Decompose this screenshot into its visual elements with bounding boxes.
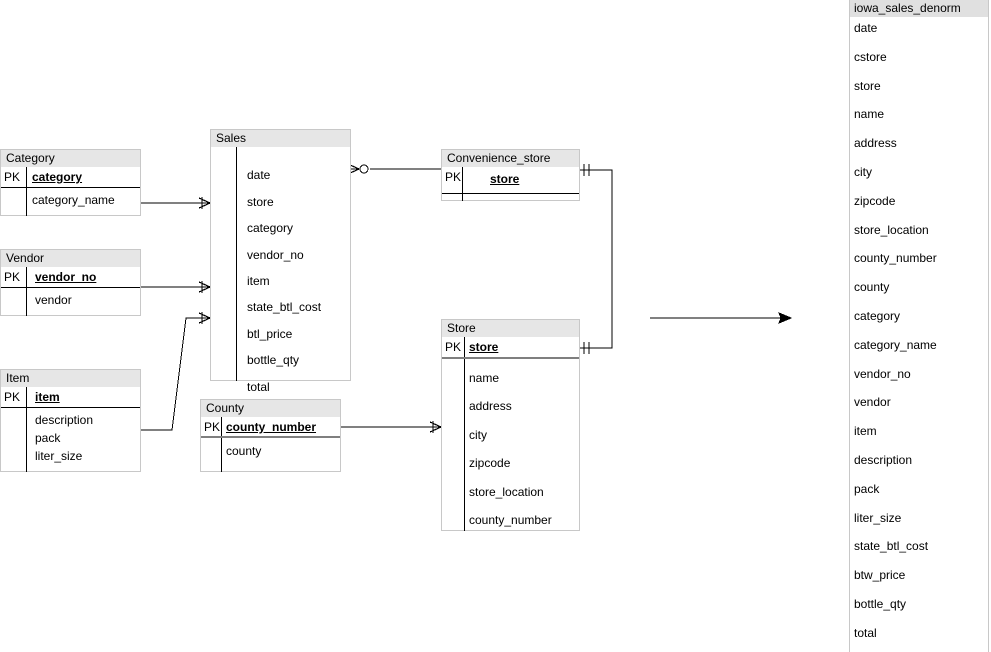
entity-sales-attr-bottle-qty: bottle_qty [247,353,300,367]
denormalization-arrow [650,312,793,324]
entity-store-attr-name: name [469,371,500,385]
denorm-column-zipcode: zipcode [854,193,896,208]
entity-sales[interactable]: Sales date store category vendor_no item… [210,129,351,394]
entity-sales-attr-category: category [247,221,294,235]
entity-store-attr-city: city [469,428,487,442]
entity-sales-attr-state-btl-cost: state_btl_cost [247,300,322,314]
entity-category-attr-category-name: category_name [32,193,115,207]
entity-item-title: Item [1,370,140,387]
entity-category-pk-tag: PK [4,170,21,184]
connector-category-sales [141,197,211,209]
denorm-column-bottle-qty: bottle_qty [854,597,907,611]
entity-convenience-store-pk-tag: PK [445,170,462,184]
entity-store-divider [464,337,465,531]
entity-vendor-divider [26,267,27,316]
entity-store-pk-name: store [469,340,499,354]
denorm-column-total: total [854,625,877,640]
entity-item-attr-liter-size: liter_size [35,449,83,463]
denorm-column-vendor: vendor [854,395,891,410]
entity-category-pk-name: category [32,170,83,184]
entity-sales-attr-date: date [247,168,271,182]
denorm-column-county-number: county_number [854,251,937,266]
entity-category-title: Category [1,150,140,167]
entity-store-title: Store [442,320,579,337]
denorm-column-btw-price: btw_price [854,568,906,583]
denorm-column-name: name [854,107,885,122]
entity-store-attr-address: address [469,399,512,413]
entity-sales-attr-store: store [247,195,274,209]
entity-store-attr-store-location: store_location [469,485,544,499]
entity-vendor-pk-name: vendor_no [35,270,97,284]
entity-store-attr-county-number: county_number [469,513,552,527]
entity-convenience-store-pk-row: PK store [442,167,579,194]
entity-category-pk-row: PK category [1,167,140,188]
denorm-column-description: description [854,453,913,467]
entity-item-divider [26,387,27,472]
denorm-column-category-name: category_name [854,337,937,352]
entity-county-divider [221,417,222,472]
entity-convenience-store-pk-name: store [490,172,520,186]
entity-sales-attr-total: total [247,380,270,394]
entity-category[interactable]: Category PK category category_name [0,149,141,216]
denorm-column-address: address [854,136,897,151]
entity-category-divider [26,167,27,216]
connector-vendor-sales [141,281,211,293]
entity-county-attr-county: county [226,444,262,458]
entity-vendor-pk-row: PK vendor_no [1,267,140,288]
denorm-column-cstore: cstore [854,49,887,64]
entity-sales-attr-item: item [247,274,270,288]
entity-item-pk-name: item [35,390,60,404]
denorm-column-item: item [854,424,877,439]
entity-vendor[interactable]: Vendor PK vendor_no vendor [0,249,141,316]
entity-convenience-store-title: Convenience_store [442,150,579,167]
denorm-column-category: category [854,309,901,323]
entity-county-title: County [201,400,340,417]
entity-convenience-store[interactable]: Convenience_store PK store [441,149,580,201]
entity-county-pk-name: county_number [226,420,317,434]
denorm-column-vendor-no: vendor_no [854,366,911,381]
connector-sales-convenience-store [347,163,441,175]
connector-convenience-store-store [580,164,613,354]
entity-county-pk-row: PK county_number [201,417,340,438]
denorm-column-state-btl-cost: state_btl_cost [854,539,929,554]
denorm-column-date: date [854,21,878,35]
entity-convenience-store-divider [462,167,463,201]
entity-store[interactable]: Store PK store name address city zipcode… [441,319,580,531]
denorm-column-county: county [854,280,890,295]
entity-sales-attr-btl-price: btl_price [247,327,293,341]
denorm-column-store: store [854,78,881,93]
entity-store-pk-tag: PK [445,340,462,354]
entity-store-pk-row: PK store [442,337,579,359]
entity-vendor-attr-vendor: vendor [35,293,72,307]
entity-item-attr-pack: pack [35,431,61,445]
entity-county[interactable]: County PK county_number county [200,399,341,472]
entity-store-attr-zipcode: zipcode [469,456,511,470]
denorm-table-panel[interactable]: iowa_sales_denorm date cstore store name add… [849,0,989,652]
entity-sales-divider [236,147,237,381]
entity-sales-attr-vendor-no: vendor_no [247,248,304,262]
entity-sales-title: Sales [211,130,350,147]
entity-county-pk-tag: PK [204,420,221,434]
denorm-column-city: city [854,165,872,179]
connector-county-store [341,421,442,433]
denorm-column-store-location: store_location [854,222,929,237]
entity-item[interactable]: Item PK item description pack liter_size [0,369,141,472]
denorm-column-liter-size: liter_size [854,510,902,525]
denorm-table-title: iowa_sales_denorm [850,0,988,17]
denorm-column-pack: pack [854,481,880,496]
entity-item-pk-row: PK item [1,387,140,408]
entity-vendor-pk-tag: PK [4,270,21,284]
entity-item-pk-tag: PK [4,390,21,404]
entity-vendor-title: Vendor [1,250,140,267]
entity-item-attr-description: description [35,413,94,427]
